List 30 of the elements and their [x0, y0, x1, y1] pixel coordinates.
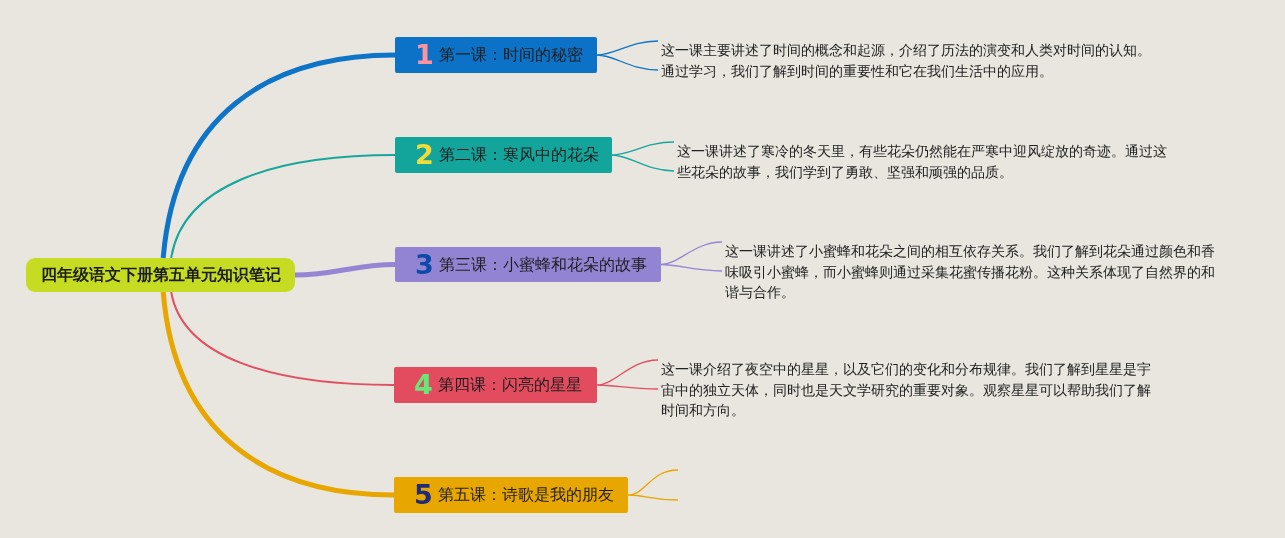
lesson-number: 2 [415, 141, 434, 169]
lesson-number: 5 [414, 481, 433, 509]
topic-box [395, 37, 597, 73]
topic-box [395, 247, 661, 282]
topic-title: 第三课：小蜜蜂和花朵的故事 [438, 254, 647, 275]
description-text: 这一课讲述了小蜜蜂和花朵之间的相互依存关系。我们了解到花朵通过颜色和香味吸引小蜜蜂，而小蜜蜂则通过采集花蜜传播花粉。这种关系体现了自然界的和谐与合作。 [725, 241, 1221, 303]
branch-line [160, 52, 396, 259]
description-text: 这一课讲述了寒冷的冬天里，有些花朵仍然能在严寒中迎风绽放的奇迹。通过这些花朵的故事，我们学到了勇敢、坚强和顽强的品质。 [677, 141, 1173, 183]
fork-connector [627, 469, 679, 501]
lesson-number: 4 [414, 371, 433, 399]
fork-connector [596, 40, 659, 71]
fork-connector [596, 359, 659, 390]
fork-connector [611, 141, 675, 172]
lesson-number: 3 [415, 250, 434, 279]
description-text: 这一课主要讲述了时间的概念和起源，介绍了历法的演变和人类对时间的认知。通过学习，我们了解到时间的重要性和它在我们生活中的应用。 [661, 40, 1157, 82]
branch-line [170, 291, 395, 386]
description-text: 这一课介绍了夜空中的星星，以及它们的变化和分布规律。我们了解到星星是宇宙中的独立天体，同时也是天文学研究的重要对象。观察星星可以帮助我们了解时间和方向。 [661, 359, 1157, 421]
branch-line [294, 262, 396, 278]
topic-title: 第二课：寒风中的花朵 [438, 145, 599, 165]
lesson-number: 1 [415, 41, 434, 69]
fork-connector [660, 241, 723, 272]
topic-box [394, 367, 597, 403]
topic-title: 第四课：闪亮的星星 [437, 375, 582, 395]
topic-box [394, 477, 628, 513]
topic-box [395, 137, 612, 173]
topic-title: 第五课：诗歌是我的朋友 [437, 485, 614, 505]
branch-line [160, 291, 395, 498]
branch-line [170, 154, 396, 259]
central-topic-box: 四年级语文下册第五单元知识笔记 [26, 258, 295, 292]
topic-title: 第一课：时间的秘密 [438, 45, 583, 65]
